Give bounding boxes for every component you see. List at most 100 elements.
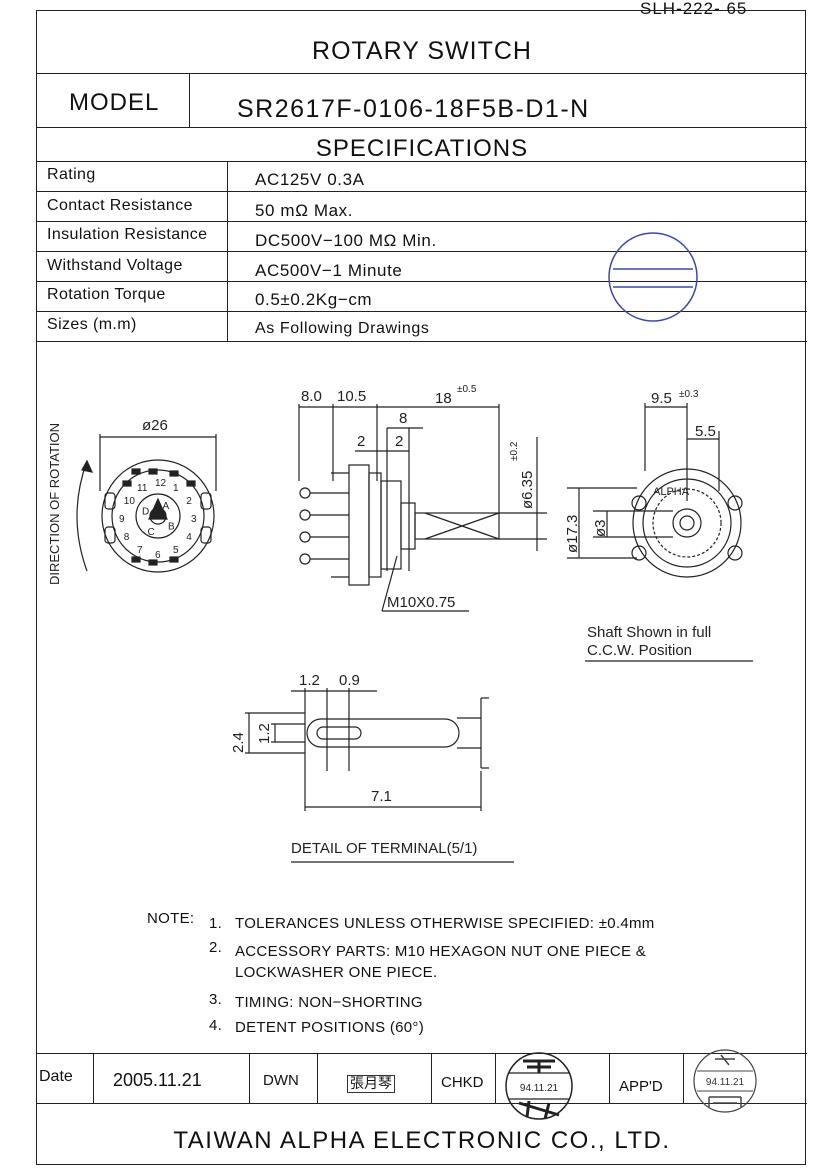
divider (317, 1053, 318, 1103)
wafer-label-10: 10 (124, 496, 136, 507)
terminal-dim-0-9: 0.9 (339, 672, 360, 689)
spec-label-sizes: Sizes (m.m) (47, 316, 137, 333)
wafer-label-5: 5 (173, 545, 179, 556)
divider (37, 281, 807, 282)
wafer-label-a: A (163, 501, 170, 512)
dim-9-5: 9.5 (651, 390, 672, 407)
wafer-label-d: D (142, 507, 149, 518)
divider (189, 73, 190, 127)
note-2-text: ACCESSORY PARTS: M10 HEXAGON NUT ONE PIE… (235, 943, 647, 960)
note-1-text: TOLERANCES UNLESS OTHERWISE SPECIFIED: ±… (235, 915, 655, 932)
note-4-text: DETENT POSITIONS (60°) (235, 1019, 425, 1036)
side-view (298, 404, 547, 612)
approved-stamp: 94.11.21 (693, 1049, 757, 1113)
drawn-by-label: DWN (263, 1072, 299, 1089)
terminal-dim-1-2-vertical: 1.2 (256, 723, 273, 744)
thread-spec: M10X0.75 (387, 594, 455, 611)
rotation-direction-label: DIRECTION OF ROTATION (47, 423, 62, 585)
technical-drawing: DIRECTION OF ROTATION ø26 8.0 10.5 18 ±0… (47, 384, 753, 863)
document-number: SLH-222- 65 (640, 0, 748, 18)
checked-stamp: 94.11.21 (505, 1052, 573, 1120)
dim-2-right: 2 (395, 433, 403, 450)
company-name: TAIWAN ALPHA ELECTRONIC CO., LTD. (173, 1127, 671, 1154)
page-title: ROTARY SWITCH (312, 37, 532, 65)
wafer-label-11: 11 (137, 483, 148, 494)
spec-label-rating: Rating (47, 166, 96, 183)
divider (37, 1103, 807, 1104)
divider (609, 1053, 610, 1103)
spec-value-withstand-voltage: AC500V−1 Minute (255, 261, 403, 280)
notes-label: NOTE: (147, 910, 195, 927)
note-1-number: 1. (209, 915, 223, 932)
dim-5-5: 5.5 (695, 423, 716, 440)
divider (37, 311, 807, 312)
model-label: MODEL (69, 89, 160, 116)
divider (495, 1053, 496, 1103)
wafer-label-3: 3 (191, 514, 197, 525)
note-4-number: 4. (209, 1017, 223, 1034)
divider (37, 161, 807, 162)
wafer-label-b: B (168, 522, 175, 533)
divider (249, 1053, 250, 1103)
spec-label-withstand-voltage: Withstand Voltage (47, 257, 183, 274)
wafer-label-8: 8 (124, 532, 130, 543)
dim-18-tolerance: ±0.5 (457, 384, 477, 395)
note-2-continuation: LOCKWASHER ONE PIECE. (235, 964, 438, 981)
divider (37, 221, 807, 222)
shaft-diameter: ø6.35 (519, 471, 536, 509)
drawing-sheet: ROTARY SWITCH MODEL SR2617F-0106-18F5B-D… (36, 10, 807, 1165)
approved-by-label: APP'D (619, 1078, 663, 1095)
terminal-caption: DETAIL OF TERMINAL(5/1) (291, 840, 477, 857)
wafer-label-1: 1 (173, 483, 179, 494)
spec-value-insulation-resistance: DC500V−100 MΩ Min. (255, 231, 437, 250)
spec-label-insulation-resistance: Insulation Resistance (47, 226, 208, 243)
spec-label-contact-resistance: Contact Resistance (47, 197, 193, 214)
date-value: 2005.11.21 (113, 1070, 202, 1090)
spec-value-rotation-torque: 0.5±0.2Kg−cm (255, 290, 373, 309)
note-2-number: 2. (209, 939, 223, 956)
wafer-label-7: 7 (137, 545, 143, 556)
model-number: SR2617F-0106-18F5B-D1-N (237, 95, 590, 123)
approved-stamp-date: 94.11.21 (706, 1077, 745, 1088)
divider (37, 341, 807, 342)
note-3-text: TIMING: NON−SHORTING (235, 994, 423, 1011)
brand-mark: ALPHA (653, 486, 690, 498)
wafer-label-c: C (148, 527, 155, 538)
shaft-note-line2: C.C.W. Position (587, 642, 692, 659)
wafer-label-4: 4 (186, 532, 192, 543)
wafer-label-2: 2 (186, 496, 192, 507)
divider (37, 251, 807, 252)
divider (37, 73, 807, 74)
spec-label-rotation-torque: Rotation Torque (47, 286, 166, 303)
divider (683, 1053, 684, 1103)
wafer-label-9: 9 (119, 514, 125, 525)
dim-9-5-tolerance: ±0.3 (679, 389, 699, 400)
spec-value-rating: AC125V 0.3A (255, 170, 365, 189)
dim-2-left: 2 (357, 433, 365, 450)
checked-stamp-date: 94.11.21 (520, 1083, 559, 1094)
approval-circle-stamp (608, 232, 698, 322)
shaft-tolerance: ±0.2 (509, 441, 520, 461)
dim-8-0: 8.0 (301, 388, 322, 405)
terminal-detail (245, 688, 514, 863)
divider (37, 127, 807, 128)
front-diameter: ø26 (142, 417, 168, 434)
dim-10-5: 10.5 (337, 388, 366, 405)
front-view (76, 434, 217, 573)
divider (431, 1053, 432, 1103)
terminal-dim-7-1: 7.1 (371, 788, 392, 805)
terminal-dim-2-4: 2.4 (230, 732, 247, 753)
terminal-dim-1-2: 1.2 (299, 672, 320, 689)
dim-18: 18 (435, 390, 452, 407)
specifications-heading: SPECIFICATIONS (315, 135, 529, 162)
divider (37, 191, 807, 192)
divider (227, 161, 228, 341)
shaft-note-line1: Shaft Shown in full (587, 624, 711, 641)
date-label: Date (39, 1068, 73, 1085)
back-view (567, 403, 753, 662)
divider (93, 1053, 94, 1103)
drawn-by-signature: 張月琴 (347, 1075, 395, 1093)
wafer-label-6: 6 (155, 550, 161, 561)
checked-by-label: CHKD (441, 1074, 484, 1091)
